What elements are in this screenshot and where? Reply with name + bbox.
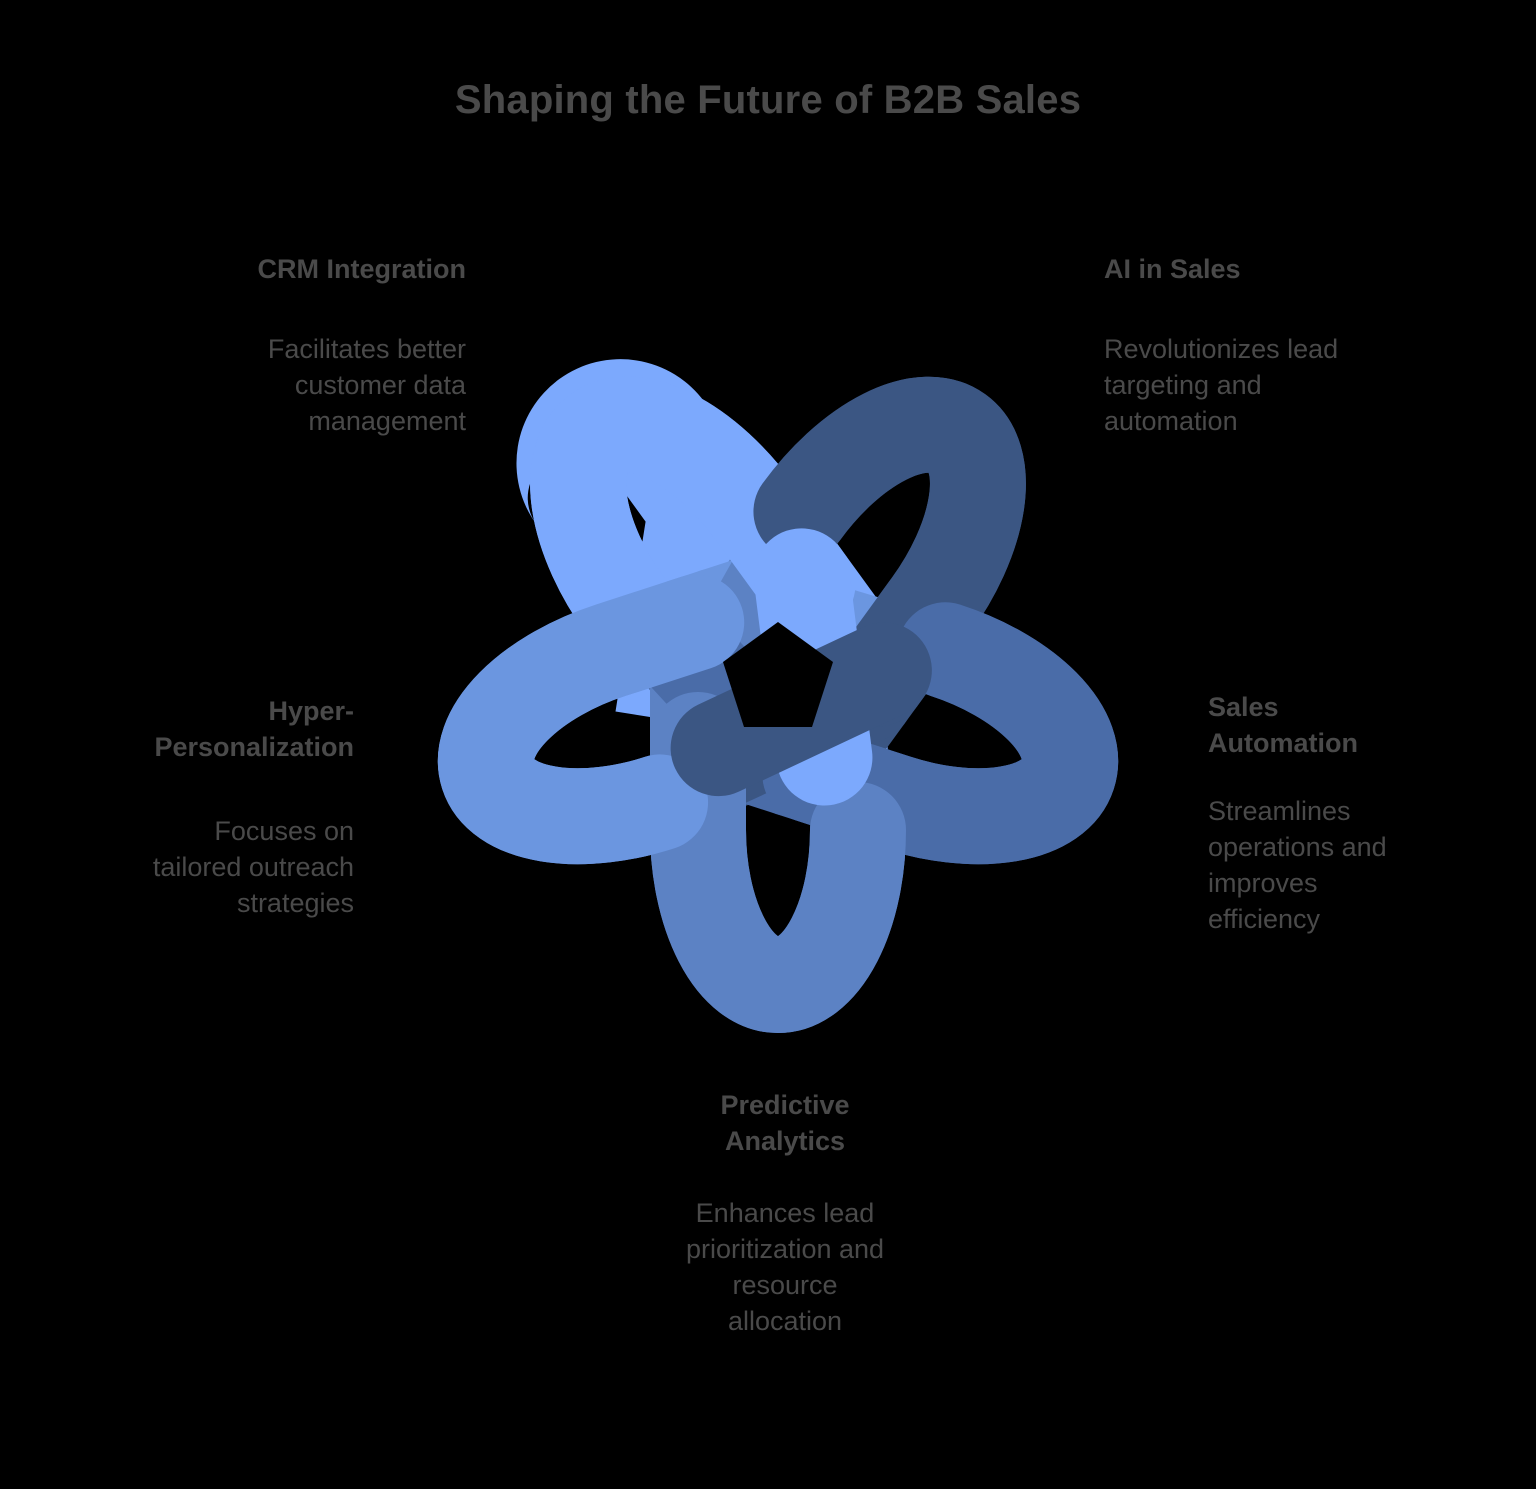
- node-predictive-analytics[interactable]: Predictive Analytics Enhances lead prior…: [620, 1088, 950, 1339]
- knot-graphic: [378, 280, 1178, 1060]
- page-title: Shaping the Future of B2B Sales: [454, 78, 1082, 122]
- node-title-sales-automation: Sales Automation: [1208, 692, 1358, 758]
- node-ai-in-sales[interactable]: AI in Sales Revolutionizes lead targetin…: [1104, 252, 1484, 440]
- knot-center-void: [723, 622, 833, 727]
- node-title-predictive-analytics: Predictive Analytics: [720, 1090, 850, 1156]
- node-description-ai-in-sales: Revolutionizes lead targeting and automa…: [1104, 333, 1339, 436]
- node-description-predictive-analytics: Enhances lead prioritization and resourc…: [685, 1197, 885, 1336]
- node-hyper-personalization[interactable]: Hyper- Personalization Focuses on tailor…: [20, 694, 354, 922]
- node-title-crm-integration: CRM Integration: [257, 254, 467, 284]
- node-title-ai-in-sales: AI in Sales: [1104, 254, 1241, 284]
- node-description-hyper-personalization: Focuses on tailored outreach strategies: [152, 815, 354, 918]
- node-description-sales-automation: Streamlines operations and improves effi…: [1208, 795, 1387, 934]
- node-sales-automation[interactable]: Sales Automation Streamlines operations …: [1208, 690, 1528, 937]
- node-title-hyper-personalization: Hyper- Personalization: [154, 696, 354, 762]
- node-description-crm-integration: Facilitates better customer data managem…: [267, 333, 466, 436]
- node-crm-integration[interactable]: CRM Integration Facilitates better custo…: [96, 252, 467, 440]
